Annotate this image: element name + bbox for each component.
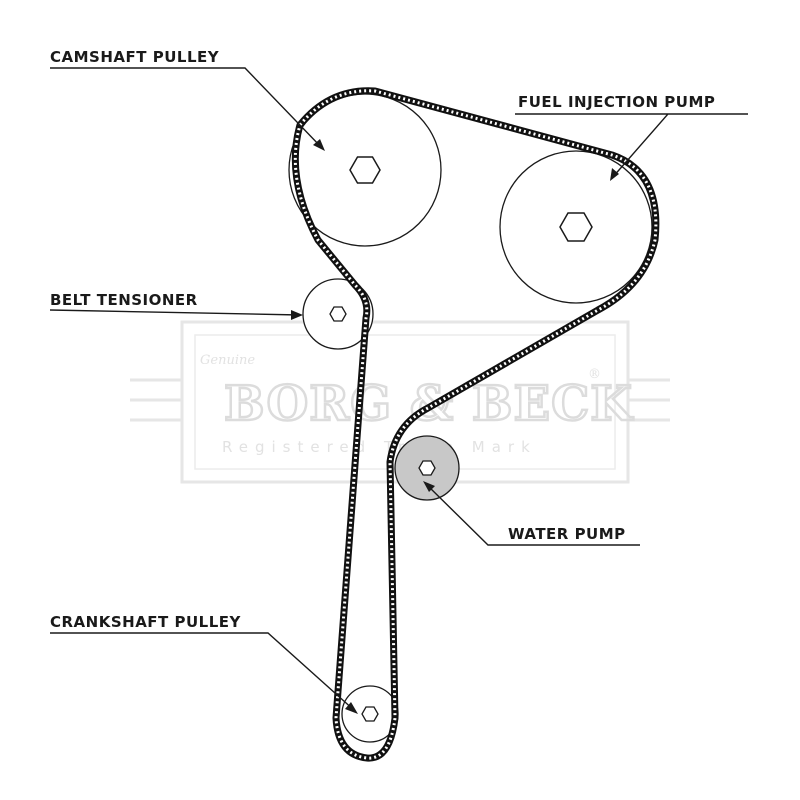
fuel-pump-leader [515, 113, 748, 179]
camshaft-pulley-label: CAMSHAFT PULLEY [50, 48, 220, 66]
crankshaft-pulley [341, 685, 399, 743]
fuel-injection-pump-pulley [499, 150, 653, 304]
water-pump-pulley [394, 435, 460, 501]
crankshaft-leader [50, 632, 356, 712]
leader-lines [49, 67, 748, 712]
watermark-registered: ® [588, 367, 601, 382]
timing-belt [291, 87, 660, 762]
camshaft-hex-bolt [349, 156, 381, 184]
water-pump-hex-bolt [418, 460, 436, 476]
crankshaft-pulley-label: CRANKSHAFT PULLEY [50, 613, 242, 631]
leader-arrowheads [291, 139, 619, 714]
camshaft-leader [50, 67, 323, 149]
belt-tensioner-leader [49, 309, 301, 316]
fuel-pump-arrowhead [610, 168, 619, 181]
watermark-subtitle: Registered Trade Mark [222, 438, 537, 456]
water-pump-label: WATER PUMP [508, 525, 626, 543]
water-pump-leader [425, 483, 640, 546]
belt-tensioner-pulley [302, 278, 374, 350]
tensioner-hex-bolt [329, 306, 347, 322]
belt-tensioner-arrowhead [291, 310, 303, 320]
camshaft-pulley [288, 93, 442, 247]
watermark-script: Genuine [200, 353, 255, 368]
fuel-injection-pump-label: FUEL INJECTION PUMP [518, 93, 715, 111]
crankshaft-hex-bolt [361, 706, 379, 722]
water-pump-arrowhead [423, 481, 435, 492]
camshaft-arrowhead [313, 139, 325, 151]
belt-tensioner-label: BELT TENSIONER [50, 291, 198, 309]
fuel-pump-hex-bolt [559, 212, 593, 242]
crankshaft-arrowhead [345, 702, 358, 714]
